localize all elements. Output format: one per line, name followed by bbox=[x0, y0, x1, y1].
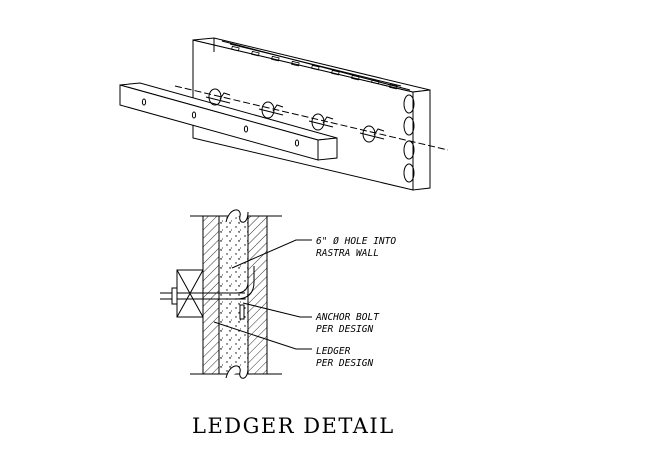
wall-face-left bbox=[202, 215, 220, 375]
ledger-beam bbox=[119, 82, 338, 161]
callout-ledger: LEDGER PER DESIGN bbox=[316, 346, 373, 369]
callout-hole-line2: RASTRA WALL bbox=[316, 248, 379, 259]
break-mark-bottom bbox=[225, 365, 249, 379]
concrete-core bbox=[218, 215, 249, 375]
iso-anchor-bolt bbox=[205, 88, 231, 106]
callout-anchor-line1: ANCHOR BOLT bbox=[315, 312, 380, 323]
wall-end-cores bbox=[403, 94, 415, 183]
anchor-bolt-line bbox=[174, 85, 449, 151]
wall-top-cores bbox=[231, 45, 398, 90]
callout-ledger-line2: PER DESIGN bbox=[316, 358, 373, 369]
isometric-view bbox=[119, 37, 449, 191]
callout-anchor: ANCHOR BOLT PER DESIGN bbox=[315, 312, 380, 335]
iso-anchor-bolt bbox=[359, 125, 385, 143]
iso-anchor-bolt bbox=[258, 101, 284, 119]
callout-ledger-line1: LEDGER bbox=[316, 346, 351, 357]
ledger-bolt-holes bbox=[141, 98, 300, 147]
section-anchor-bolt bbox=[160, 266, 255, 320]
drawing-title: LEDGER DETAIL bbox=[192, 414, 395, 438]
section-view bbox=[160, 209, 312, 379]
break-mark-top bbox=[225, 209, 249, 223]
iso-anchor-bolt bbox=[308, 113, 334, 131]
wall-face-right bbox=[247, 215, 268, 375]
callout-hole-line1: 6" Ø HOLE INTO bbox=[316, 236, 396, 247]
rastra-wall-panel bbox=[192, 37, 431, 191]
callout-hole: 6" Ø HOLE INTO RASTRA WALL bbox=[316, 236, 396, 259]
callout-anchor-line2: PER DESIGN bbox=[316, 324, 373, 335]
callout-leaders bbox=[213, 239, 312, 350]
